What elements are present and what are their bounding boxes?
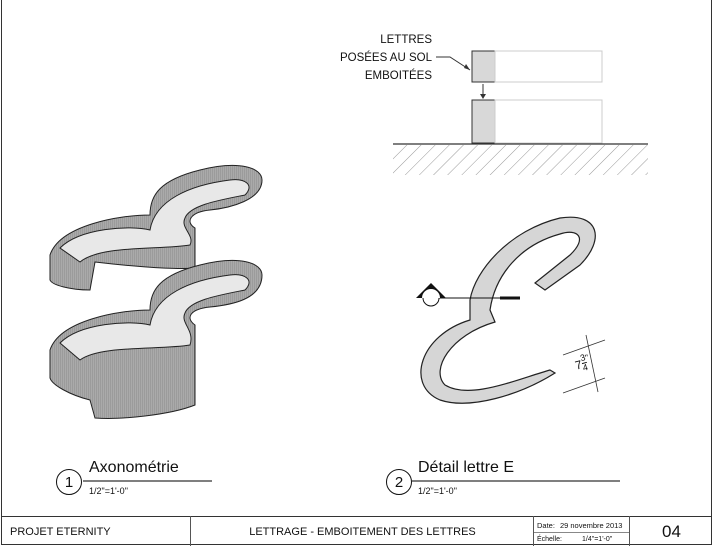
divider — [629, 516, 630, 546]
letter-e-plan — [416, 216, 606, 404]
view-scale-1: 1/2"=1'-0" — [89, 486, 128, 496]
callout-line: POSÉES AU SOL — [339, 52, 432, 64]
dimension-denominator: 4 — [581, 361, 590, 373]
sheet-number: 04 — [662, 522, 681, 541]
divider — [533, 516, 534, 546]
view-number-2: 2 — [386, 469, 412, 495]
scale-value: 1/4"=1'-0" — [582, 535, 613, 543]
divider — [190, 516, 191, 546]
section-detail — [393, 50, 648, 175]
view-title-2: Détail lettre E — [418, 459, 515, 476]
callout-line: EMBOITÉES — [364, 70, 432, 82]
date-value: 29 novembre 2013 — [559, 520, 623, 530]
callout-line: LETTRES — [380, 34, 432, 46]
scale-label: Échelle: — [537, 535, 562, 543]
scale-field: Échelle: 1/4"=1'-0" — [537, 532, 612, 546]
drawing-graphics — [49, 50, 648, 482]
date-field: Date: 29 novembre 2013 — [537, 518, 622, 532]
view-title-1: Axonométrie — [89, 459, 179, 476]
sheet-title: LETTRAGE - EMBOITEMENT DES LETTRES — [249, 526, 476, 538]
axonometric-letter-e — [49, 164, 263, 419]
section-callout-label: LETTRES POSÉES AU SOL EMBOITÉES — [320, 31, 432, 85]
date-label: Date: — [537, 520, 555, 530]
project-name: PROJET ETERNITY — [10, 526, 111, 538]
view-number-1: 1 — [56, 469, 82, 495]
view-scale-2: 1/2"=1'-0" — [418, 486, 457, 496]
title-block: PROJET ETERNITY LETTRAGE - EMBOITEMENT D… — [1, 516, 712, 546]
